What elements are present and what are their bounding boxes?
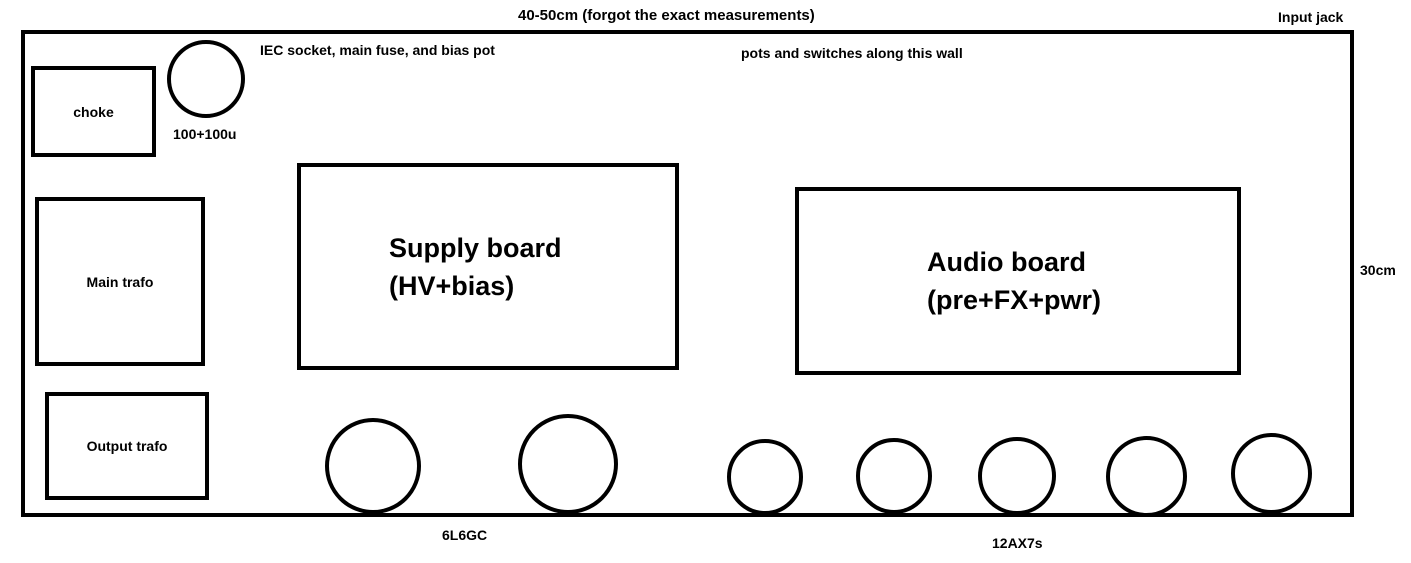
power-tube-1: [325, 418, 421, 514]
width-dimension-label: 40-50cm (forgot the exact measurements): [518, 7, 815, 24]
power-tubes-label: 6L6GC: [442, 527, 488, 543]
power-tube-2: [518, 414, 618, 514]
pots-switches-label: pots and switches along this wall: [741, 45, 963, 61]
preamp-tubes-label: 12AX7s: [992, 535, 1043, 551]
output-transformer-box: Output trafo: [45, 392, 209, 500]
audio-board-box: Audio board (pre+FX+pwr): [795, 187, 1241, 375]
output-transformer-label: Output trafo: [86, 438, 168, 454]
preamp-tube-1: [727, 439, 803, 515]
capacitor-value-label: 100+100u: [173, 126, 237, 142]
input-jack-label: Input jack: [1278, 9, 1344, 25]
preamp-tube-3: [978, 437, 1056, 515]
preamp-tube-4: [1106, 436, 1187, 517]
preamp-tube-5: [1231, 433, 1312, 514]
choke-label: choke: [73, 103, 114, 120]
chassis-outline: [21, 30, 1354, 517]
audio-board-title: Audio board: [927, 247, 1086, 277]
supply-board-subtitle: (HV+bias): [389, 270, 515, 301]
supply-board-title: Supply board: [389, 232, 562, 263]
filter-capacitor-circle: [167, 40, 245, 118]
main-transformer-box: Main trafo: [35, 197, 205, 366]
main-transformer-label: Main trafo: [86, 273, 154, 290]
choke-box: choke: [31, 66, 156, 157]
iec-socket-label: IEC socket, main fuse, and bias pot: [260, 42, 495, 58]
height-dimension-label: 30cm: [1360, 262, 1396, 278]
audio-board-subtitle: (pre+FX+pwr): [927, 285, 1102, 315]
supply-board-box: Supply board (HV+bias): [297, 163, 679, 370]
preamp-tube-2: [856, 438, 932, 514]
supply-board-label: Supply board (HV+bias): [389, 229, 562, 305]
audio-board-label: Audio board (pre+FX+pwr): [927, 243, 1101, 319]
